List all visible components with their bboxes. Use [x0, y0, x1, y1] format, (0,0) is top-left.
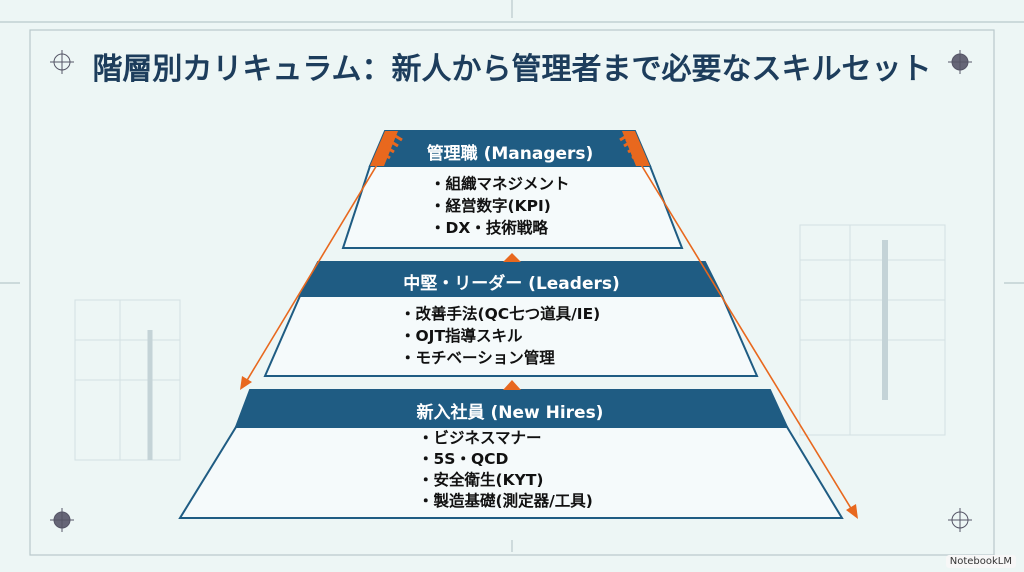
frame	[0, 0, 1024, 556]
list-item: ・安全衛生(KYT)	[418, 471, 544, 489]
list-item: ・組織マネジメント	[430, 175, 570, 193]
page-title: 階層別カリキュラム：新人から管理者まで必要なスキルセット	[92, 52, 932, 87]
list-item: ・モチベーション管理	[400, 349, 555, 367]
list-item: ・改善手法(QC七つ道具/IE)	[400, 305, 601, 323]
background-blueprint	[74, 224, 946, 461]
tier-leaders-label: 中堅・リーダー (Leaders)	[403, 274, 620, 294]
list-item: ・OJT指導スキル	[400, 327, 523, 345]
tier-managers-items: ・組織マネジメント ・経営数字(KPI) ・DX・技術戦略	[430, 173, 570, 239]
tier-managers-label: 管理職 (Managers)	[426, 144, 594, 164]
tier-newhires-label: 新入社員 (New Hires)	[416, 403, 604, 423]
list-item: ・DX・技術戦略	[430, 219, 548, 237]
pyramid	[178, 130, 844, 519]
tier-newhires-header	[234, 389, 789, 428]
list-item: ・製造基礎(測定器/工具)	[418, 492, 593, 510]
tier-leaders-items: ・改善手法(QC七つ道具/IE) ・OJT指導スキル ・モチベーション管理	[400, 303, 600, 369]
list-item: ・経営数字(KPI)	[430, 197, 551, 215]
brand-watermark: NotebookLM	[945, 555, 1016, 568]
arrow-down-right-icon	[846, 504, 858, 519]
up-arrow-icon	[503, 380, 521, 390]
tier-newhires-items: ・ビジネスマナー ・5S・QCD ・安全衛生(KYT) ・製造基礎(測定器/工具…	[418, 428, 593, 512]
arrow-down-left-icon	[240, 376, 252, 390]
side-arrows	[240, 132, 858, 519]
up-arrow-icon	[503, 253, 521, 262]
list-item: ・ビジネスマナー	[418, 429, 542, 447]
crosshair-markers	[50, 50, 972, 532]
list-item: ・5S・QCD	[418, 450, 509, 468]
